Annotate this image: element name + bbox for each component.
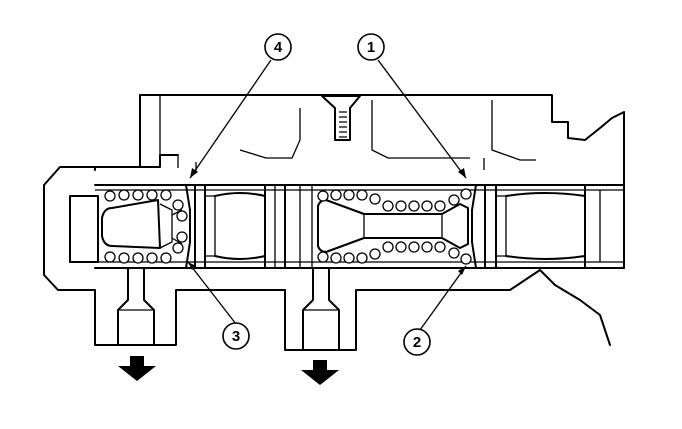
left-spring-assembly: [101, 184, 191, 269]
callout-4: 4: [264, 33, 292, 61]
drain-port-right: [302, 267, 340, 351]
valve-housing: [43, 94, 625, 351]
right-spring-top-coils: [317, 188, 472, 212]
spool-right: [299, 184, 586, 269]
right-spring-assembly: [317, 184, 477, 269]
right-spring-bottom-coils: [317, 241, 472, 265]
callout-1: 1: [357, 33, 385, 61]
callout-3-label: 3: [232, 328, 240, 345]
callout-4-label: 4: [274, 39, 283, 56]
down-arrow-icon: [301, 360, 339, 385]
callout-3: 3: [222, 322, 250, 350]
callout-2-label: 2: [413, 334, 421, 351]
drain-port-left: [117, 267, 155, 346]
spool-left: [194, 184, 286, 269]
down-arrow-icon: [118, 356, 156, 381]
callout-1-label: 1: [367, 39, 375, 56]
leader-lines: [187, 59, 467, 331]
center-vent-taper: [321, 95, 361, 141]
left-spring-bottom-coils: [104, 231, 188, 264]
callout-2: 2: [403, 328, 431, 356]
left-spring-top-coils: [104, 189, 188, 222]
